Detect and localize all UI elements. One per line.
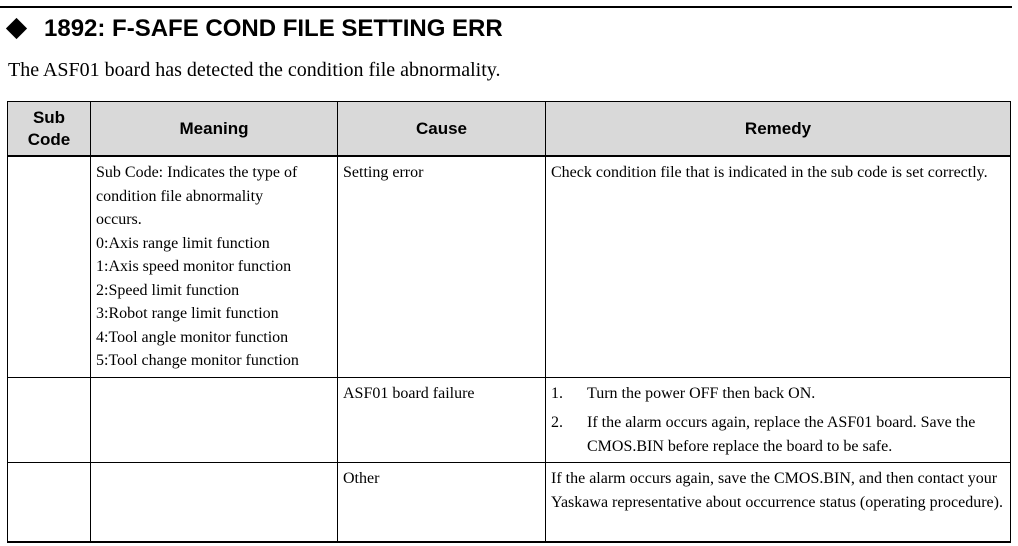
table-header-row: Sub Code Meaning Cause Remedy bbox=[7, 101, 1011, 157]
top-rule bbox=[0, 6, 1012, 8]
meaning-line: 2:Speed limit function bbox=[96, 281, 240, 299]
alarm-table: Sub Code Meaning Cause Remedy Sub Code: … bbox=[7, 101, 1011, 543]
meaning-line: 3:Robot range limit function bbox=[96, 305, 279, 322]
cell-sub-code bbox=[7, 155, 91, 378]
meaning-line: occurs. bbox=[96, 211, 142, 228]
cell-remedy: If the alarm occurs again, save the CMOS… bbox=[545, 462, 1011, 543]
step-text: If the alarm occurs again, replace the A… bbox=[587, 414, 976, 455]
cell-cause: Other bbox=[337, 462, 546, 543]
header-sub-code: Sub Code bbox=[7, 101, 91, 157]
cell-sub-code bbox=[7, 462, 91, 543]
remedy-step: 1. Turn the power OFF then back ON. bbox=[551, 382, 1004, 406]
cell-meaning bbox=[90, 376, 338, 463]
cell-sub-code bbox=[7, 376, 91, 463]
step-number: 2. bbox=[551, 414, 563, 431]
header-cause: Cause bbox=[337, 101, 546, 157]
meaning-line: 5:Tool change monitor function bbox=[96, 352, 299, 369]
step-number: 1. bbox=[551, 384, 563, 402]
cell-remedy: 1. Turn the power OFF then back ON. 2. I… bbox=[545, 376, 1011, 463]
cell-meaning bbox=[90, 462, 338, 543]
alarm-heading: 1892: F-SAFE COND FILE SETTING ERR bbox=[6, 12, 503, 46]
remedy-step: 2. If the alarm occurs again, replace th… bbox=[551, 411, 1004, 458]
remedy-steps-list: 1. Turn the power OFF then back ON. 2. I… bbox=[551, 382, 1004, 459]
table-row: Other If the alarm occurs again, save th… bbox=[7, 462, 1011, 543]
cell-cause: Setting error bbox=[337, 155, 546, 378]
cell-cause: ASF01 board failure bbox=[337, 376, 546, 463]
header-meaning: Meaning bbox=[90, 101, 338, 157]
header-sub-code-line1: Sub bbox=[32, 107, 66, 127]
step-text: Turn the power OFF then back ON. bbox=[587, 384, 816, 402]
table-row: Sub Code: Indicates the type of conditio… bbox=[7, 155, 1011, 378]
meaning-line: 0:Axis range limit function bbox=[96, 234, 270, 252]
meaning-line: 4:Tool angle monitor function bbox=[96, 328, 289, 346]
header-sub-code-line2: Code bbox=[27, 129, 71, 149]
table-row: ASF01 board failure 1. Turn the power OF… bbox=[7, 376, 1011, 463]
header-remedy: Remedy bbox=[545, 101, 1011, 157]
meaning-line: Sub Code: Indicates the type of bbox=[96, 164, 298, 181]
meaning-line: condition file abnormality bbox=[96, 187, 264, 205]
meaning-line: 1:Axis speed monitor function bbox=[96, 258, 292, 275]
alarm-title: 1892: F-SAFE COND FILE SETTING ERR bbox=[44, 15, 503, 42]
cell-remedy: Check condition file that is indicated i… bbox=[545, 155, 1011, 378]
alarm-description: The ASF01 board has detected the conditi… bbox=[8, 59, 501, 81]
diamond-bullet-icon bbox=[6, 18, 28, 40]
cell-meaning: Sub Code: Indicates the type of conditio… bbox=[90, 155, 338, 378]
